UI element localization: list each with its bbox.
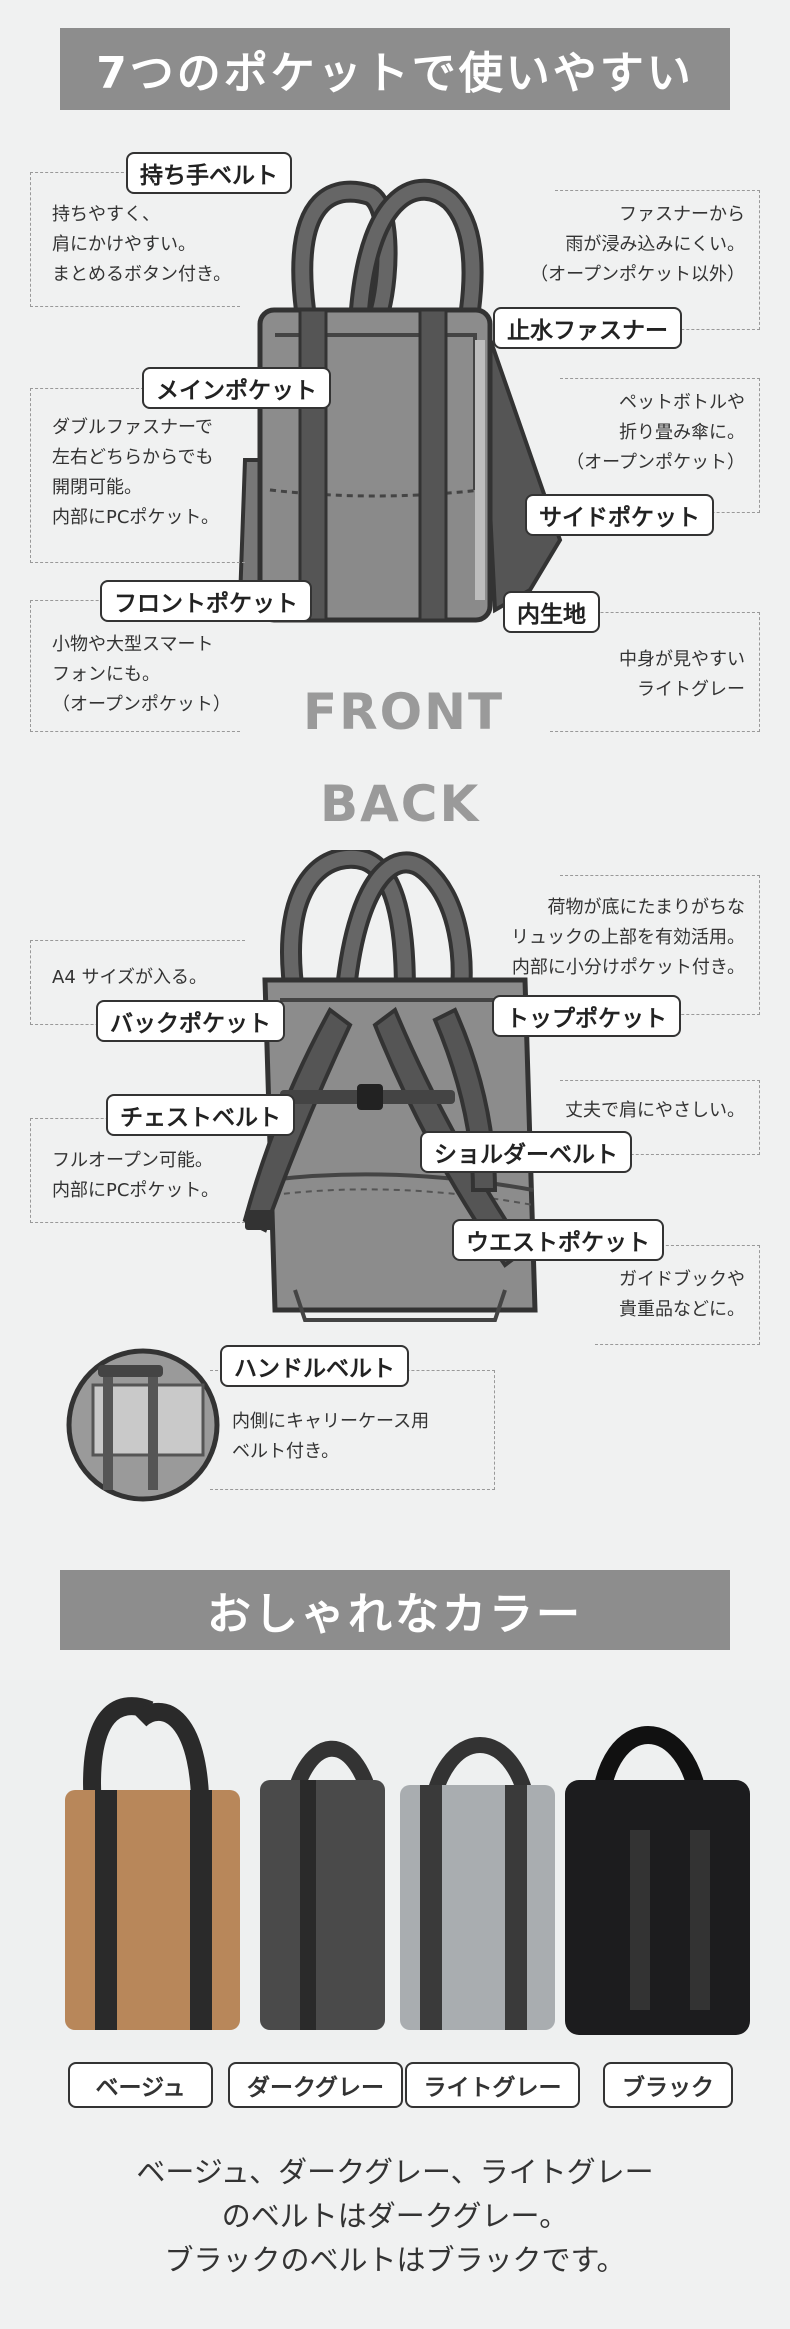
callout-front-pocket: フロントポケット (100, 580, 312, 622)
color-belt-note: ベージュ、ダークグレー、ライトグレー のベルトはダークグレー。 ブラックのベルト… (136, 2155, 654, 2277)
callout-box-main-pocket (30, 388, 245, 563)
callout-back-pocket: バックポケット (96, 1000, 285, 1042)
section-title-pockets: 7つのポケットで使いやすい (60, 28, 730, 110)
black-bag (565, 1780, 750, 2035)
color-photos (0, 1680, 790, 2050)
desc-handle-strap: 内側にキャリーケース用 ベルト付き。 (232, 1411, 430, 1462)
desc-inner-fabric: 中身が見やすい ライトグレー (619, 649, 745, 700)
desc-handle-belt: 持ちやすく、 肩にかけやすい。 まとめるボタン付き。 (52, 204, 232, 285)
callout-shoulder-belt: ショルダーベルト (420, 1131, 632, 1173)
callout-handle-belt: 持ち手ベルト (126, 152, 292, 194)
backpack-lineup-illustration (65, 1697, 750, 2035)
beige-bag (65, 1790, 240, 2030)
callout-top-pocket: トップポケット (492, 995, 681, 1037)
callout-main-pocket: メインポケット (142, 367, 331, 409)
callout-inner-fabric: 内生地 (503, 591, 600, 633)
desc-side-pocket: ペットボトルや 折り畳み傘に。 （オープンポケット） (566, 392, 745, 473)
back-view-label: BACK (320, 775, 481, 833)
handle-belt-inset-illustration (66, 1348, 220, 1502)
callout-box-waist-pocket (595, 1245, 760, 1345)
front-view-label: FRONT (303, 683, 505, 741)
color-label-light-grey: ライトグレー (405, 2062, 580, 2108)
callout-side-pocket: サイドポケット (525, 494, 714, 536)
callout-chest-belt: チェストベルト (106, 1094, 295, 1136)
color-label-beige: ベージュ (68, 2062, 213, 2108)
callout-waterproof-zipper: 止水ファスナー (493, 307, 682, 349)
color-label-black: ブラック (603, 2062, 733, 2108)
desc-shoulder-belt: 丈夫で肩にやさしい。 (565, 1100, 745, 1121)
section-title-colors: おしゃれなカラー (60, 1570, 730, 1650)
callout-box-inner-fabric (550, 612, 760, 732)
desc-top-pocket: 荷物が底にたまりがちな リュックの上部を有効活用。 内部に小分けポケット付き。 (511, 897, 745, 978)
callout-waist-pocket: ウエストポケット (452, 1219, 664, 1261)
callout-handle-strap: ハンドルベルト (220, 1345, 409, 1387)
desc-waist-pocket: ガイドブックや 貴重品などに。 (619, 1269, 745, 1320)
desc-back-pocket: A4 サイズが入る。 (52, 967, 207, 988)
desc-front-pocket: 小物や大型スマート フォンにも。 （オープンポケット） (52, 634, 231, 715)
desc-main-pocket: ダブルファスナーで 左右どちらからでも 開閉可能。 内部にPCポケット。 (52, 417, 220, 528)
callout-box-shoulder-belt (560, 1080, 760, 1155)
color-label-dark-grey: ダークグレー (228, 2062, 403, 2108)
desc-chest-belt: フルオープン可能。 内部にPCポケット。 (52, 1150, 220, 1201)
dark-grey-bag (260, 1780, 385, 2030)
desc-waterproof-zipper: ファスナーから 雨が浸み込みにくい。 （オープンポケット以外） (530, 204, 745, 285)
